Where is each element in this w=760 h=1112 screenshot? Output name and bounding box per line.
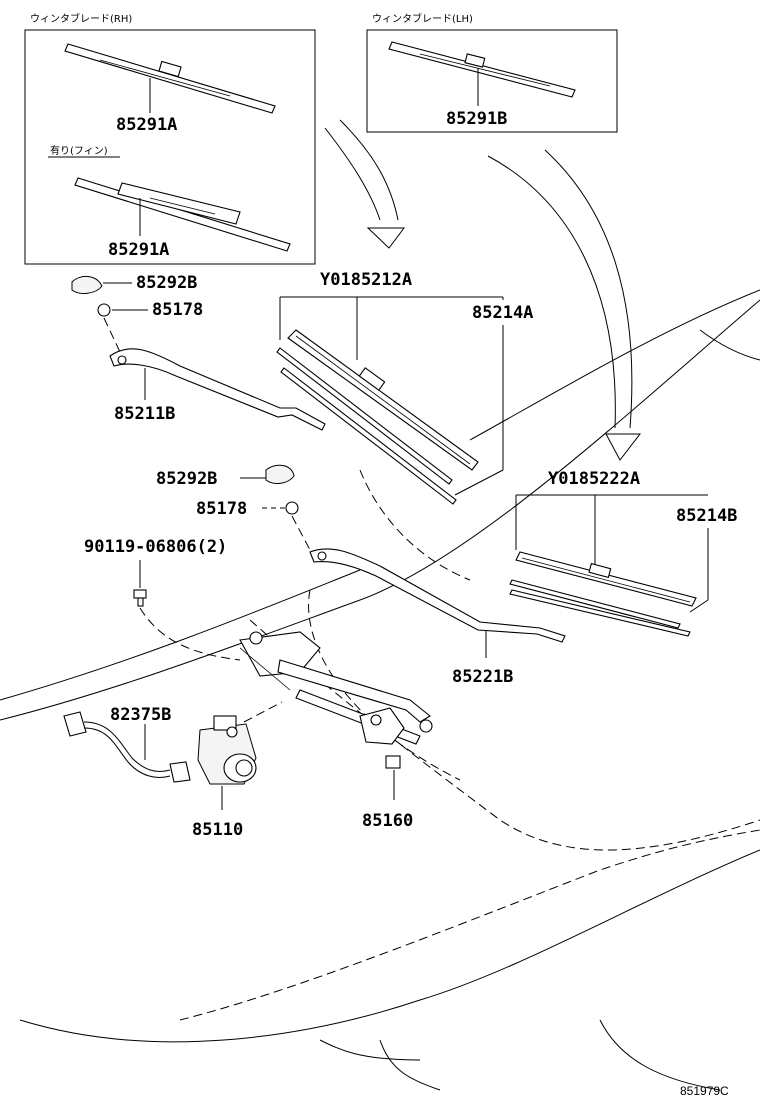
wiper-blade-assy-rh: [276, 329, 479, 505]
rh-blade-box: ウィンタブレード(RH) 85291A 有り(フィン) 85291A: [24, 12, 316, 265]
assy-rh-bracket: [279, 296, 504, 360]
label-85291a-lower: 85291A: [108, 240, 169, 260]
wiper-linkage: [239, 631, 433, 769]
label-85292b-lower: 85292B: [156, 469, 217, 489]
label-82375b: 82375B: [110, 705, 171, 725]
label-85221b: 85221B: [452, 667, 513, 687]
label-85291a-upper: 85291A: [116, 115, 177, 135]
label-85291b: 85291B: [446, 109, 507, 129]
figure-code: 851979C: [680, 1084, 729, 1098]
assembly-arrows: [324, 119, 642, 461]
label-y0185222a: Y0185222A: [548, 469, 640, 489]
wiper-blade-rh-fin: [74, 177, 291, 252]
car-body-outline: [0, 289, 760, 1091]
wiper-motor: [197, 715, 257, 785]
wiper-arm-rh: [109, 348, 326, 431]
lh-blade-box-title: ウィンタブレード(LH): [372, 12, 473, 25]
bolt: [133, 589, 147, 607]
wiper-cap-lower: [265, 464, 295, 484]
label-y0185212a: Y0185212A: [320, 270, 412, 290]
nut-lower: [285, 501, 299, 515]
rh-blade-box-title: ウィンタブレード(RH): [30, 12, 132, 25]
wiper-blade-rh: [64, 43, 276, 114]
label-85160: 85160: [362, 811, 413, 831]
wiper-blade-lh: [388, 41, 576, 98]
label-85214a-rubber: 85214A: [472, 303, 533, 323]
label-85178-upper: 85178: [152, 300, 203, 320]
wiper-cap-upper: [71, 276, 103, 294]
label-85292b-upper: 85292B: [136, 273, 197, 293]
nut-upper: [97, 303, 111, 317]
label-90119-06806: 90119-06806(2): [84, 537, 227, 557]
label-85214b-rubber: 85214B: [676, 506, 737, 526]
assy-lh-bracket: [515, 494, 708, 566]
wiper-harness: [63, 711, 191, 783]
lh-blade-box: ウィンタブレード(LH) 85291B: [366, 12, 618, 133]
fin-note: 有り(フィン): [50, 144, 108, 157]
label-85178-lower: 85178: [196, 499, 247, 519]
label-85110: 85110: [192, 820, 243, 840]
label-85211b: 85211B: [114, 404, 175, 424]
wiper-blade-assy-lh: [509, 551, 697, 637]
wiper-arm-lh: [309, 548, 566, 643]
